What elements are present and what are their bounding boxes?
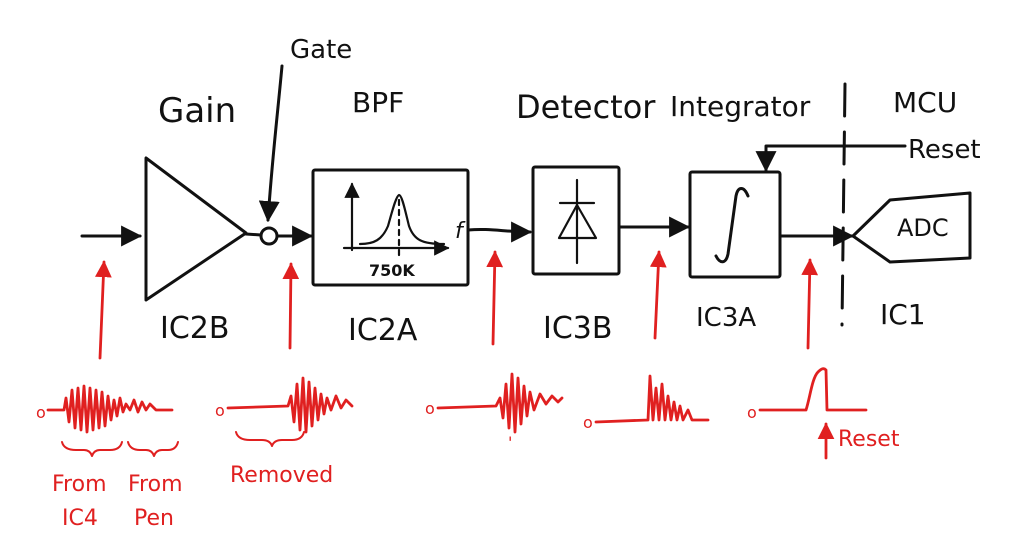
reset-line-arrow (755, 144, 907, 173)
adc-label: ADC (897, 214, 949, 242)
diode-triangle (557, 203, 598, 240)
waveform-input-mixed (46, 384, 174, 434)
bpf-label: BPF (352, 86, 404, 119)
gain-amplifier-triangle (144, 156, 248, 302)
integral-symbol (714, 187, 750, 264)
probe-arrow-input (94, 260, 112, 360)
gain-to-gate-wire (244, 232, 263, 237)
gate-label: Gate (290, 35, 352, 65)
w3-tick: ' (508, 433, 512, 452)
note-from-ic4-line2: IC4 (62, 506, 98, 531)
note-from-ic4-line1: From (52, 472, 107, 497)
brace-from-ic4 (61, 441, 123, 457)
brace-removed (235, 431, 305, 447)
ic3b-label: IC3B (543, 311, 612, 346)
reset-top-label: Reset (908, 135, 981, 165)
probe-arrow-integrator (801, 258, 819, 350)
waveform-gated (226, 376, 354, 434)
mcu-boundary-dashed-line (840, 82, 847, 327)
ic3a-label: IC3A (696, 303, 756, 333)
note-removed: Removed (230, 463, 333, 488)
w4-origin: o (583, 413, 593, 432)
w1-origin: o (36, 403, 46, 422)
waveform-bandpassed (436, 372, 564, 434)
w3-origin: o (425, 399, 435, 418)
gate-node (259, 226, 279, 246)
bpf-center-freq-label: 750K (369, 261, 415, 280)
note-from-pen-line2: Pen (134, 506, 174, 531)
integrator-label: Integrator (670, 90, 811, 123)
w2-origin: o (215, 401, 225, 420)
integrator-box (688, 170, 782, 279)
probe-arrow-gate (282, 262, 300, 350)
detector-label: Detector (516, 88, 656, 126)
probe-arrow-bpf (486, 250, 504, 346)
bpf-response-curve (358, 193, 446, 246)
probe-arrow-detector (649, 250, 667, 340)
ic1-label: IC1 (880, 298, 926, 331)
ic2b-label: IC2B (160, 311, 229, 346)
gain-label: Gain (158, 91, 236, 131)
mcu-label: MCU (893, 86, 957, 119)
brace-from-pen (127, 441, 179, 457)
bpf-freq-axis-label: f (455, 219, 466, 244)
bpf-to-detector-arrow (466, 221, 533, 243)
detector-box (531, 165, 621, 276)
bpf-box (311, 168, 470, 287)
gate-arrow (258, 64, 284, 223)
note-from-pen-line1: From (128, 472, 183, 497)
w5-origin: o (747, 403, 757, 422)
waveform-integrated (758, 367, 868, 412)
ic2a-label: IC2A (348, 313, 418, 348)
waveform-detected (594, 374, 710, 424)
adc-block (851, 191, 972, 264)
note-reset: Reset (838, 427, 900, 452)
